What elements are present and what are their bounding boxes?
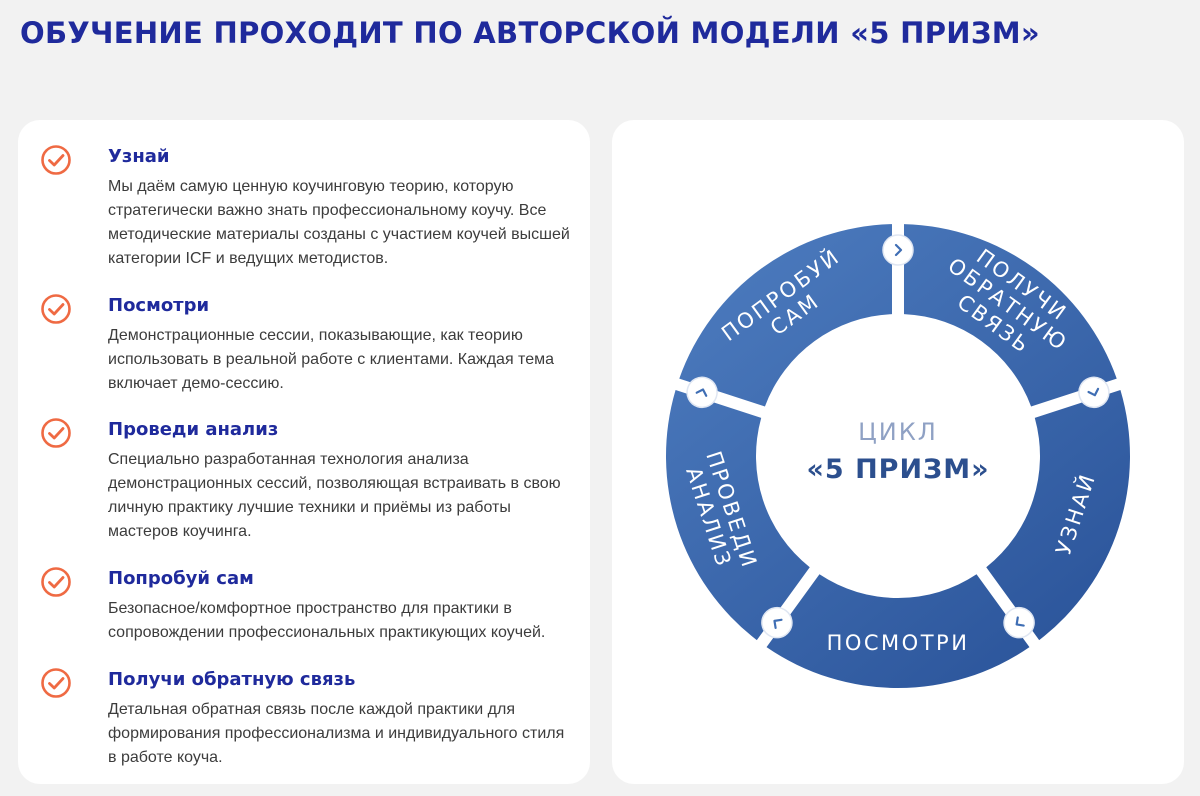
step-description: Демонстрационные сессии, показывающие, к…	[108, 327, 554, 392]
check-circle-icon	[41, 668, 71, 698]
cycle-segment-posmotri	[766, 574, 1030, 689]
cycle-center-label: ЦИКЛ	[858, 418, 938, 446]
chevron-icon	[882, 234, 914, 266]
step-item-posmotri: Посмотри Демонстрационные сессии, показы…	[40, 293, 570, 396]
cycle-segments	[666, 224, 1130, 689]
step-item-poprobui: Попробуй сам Безопасное/комфортное прост…	[40, 566, 570, 645]
step-title: Получи обратную связь	[108, 669, 356, 690]
step-title: Попробуй сам	[108, 568, 254, 589]
step-item-uznai: Узнай Мы даём самую ценную коучинговую т…	[40, 144, 570, 271]
cycle-segment-analiz	[666, 390, 810, 641]
page-title: ОБУЧЕНИЕ ПРОХОДИТ ПО АВТОРСКОЙ МОДЕЛИ «5…	[20, 16, 1040, 50]
check-circle-icon	[41, 294, 71, 324]
step-title: Узнай	[108, 146, 170, 167]
cycle-segment-label: ПОСМОТРИ	[827, 631, 970, 655]
cycle-segment-uznai	[986, 390, 1130, 641]
chevron-icon	[686, 376, 718, 409]
step-item-feedback: Получи обратную связь Детальная обратная…	[40, 667, 570, 770]
cycle-segment-poprobui	[679, 224, 893, 407]
cycle-center-title: «5 ПРИЗМ»	[806, 454, 989, 485]
step-description: Безопасное/комфортное пространство для п…	[108, 600, 546, 641]
check-circle-icon	[41, 145, 71, 175]
steps-card: Узнай Мы даём самую ценную коучинговую т…	[18, 120, 590, 784]
step-description: Специально разработанная технология анал…	[108, 451, 561, 540]
cycle-connectors	[686, 234, 1110, 639]
chevron-icon	[1078, 376, 1110, 409]
cycle-segment-feedback	[903, 224, 1117, 407]
chevron-icon	[1003, 606, 1035, 639]
step-item-analiz: Проведи анализ Специально разработанная …	[40, 417, 570, 544]
step-title: Посмотри	[108, 295, 210, 316]
chevron-icon	[761, 606, 793, 639]
check-circle-icon	[41, 567, 71, 597]
step-description: Детальная обратная связь после каждой пр…	[108, 701, 565, 766]
step-description: Мы даём самую ценную коучинговую теорию,…	[108, 178, 570, 267]
check-circle-icon	[41, 418, 71, 448]
step-title: Проведи анализ	[108, 419, 279, 440]
